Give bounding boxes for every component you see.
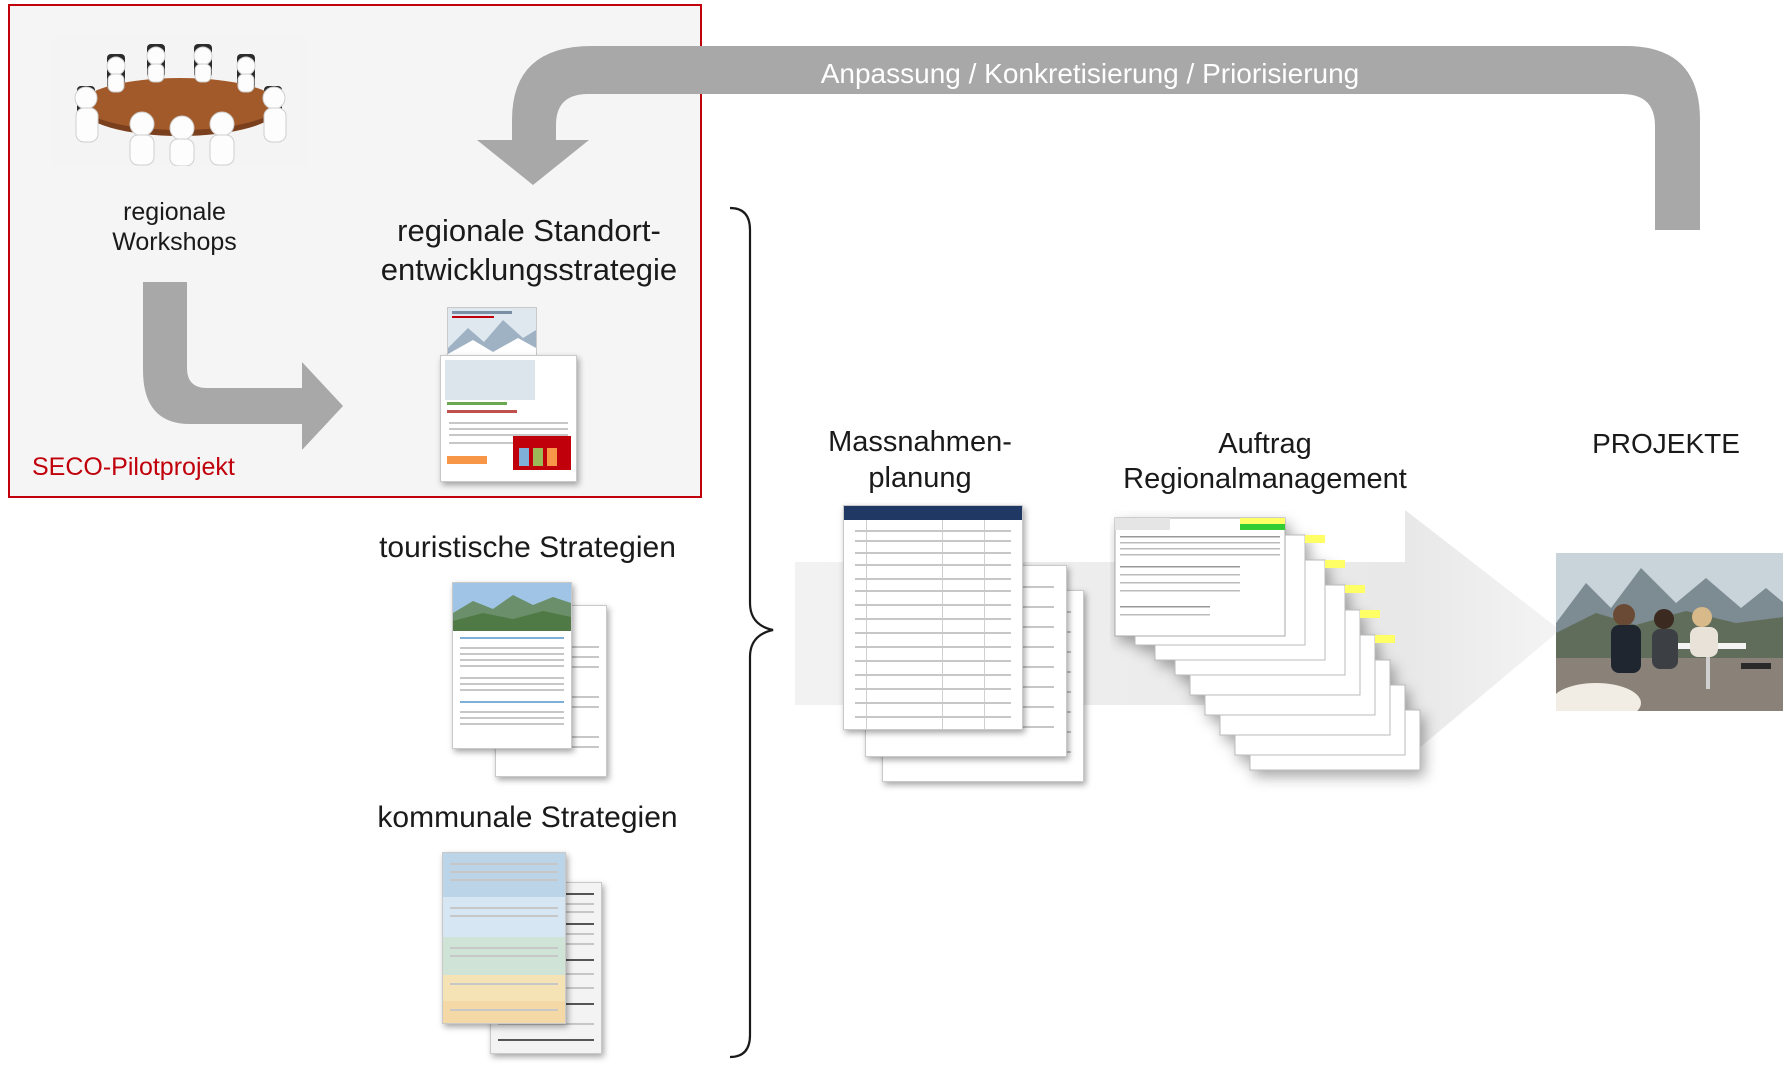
- measures-document-front-icon: [843, 505, 1023, 730]
- measures-planning-label: Massnahmen- planung: [828, 426, 1012, 494]
- tourism-document-front-icon: [452, 582, 572, 749]
- loop-label: Anpassung / Konkretisierung / Priorisier…: [820, 58, 1360, 89]
- projects-photo: [1556, 553, 1783, 711]
- brace-icon: [729, 206, 774, 1059]
- regional-management-mandate-label: Auftrag Regionalmanagement: [1123, 428, 1407, 495]
- communal-strategies-label: kommunale Strategien: [377, 801, 678, 834]
- meeting-icon: [52, 36, 307, 167]
- tourism-strategies-label: touristische Strategien: [379, 531, 676, 564]
- strategy-title: regionale Standort- entwicklungsstrategi…: [380, 213, 678, 287]
- workshop-to-strategy-arrow: [143, 282, 343, 450]
- pilot-project-label: SECO-Pilotprojekt: [32, 453, 235, 481]
- feedback-loop-arrow: [477, 46, 1700, 230]
- communal-document-front-icon: [442, 852, 566, 1024]
- projects-label: PROJEKTE: [1592, 428, 1740, 459]
- mandate-documents-icon: [1114, 517, 1421, 771]
- workshops-label: regionale Workshops: [112, 198, 237, 256]
- strategy-brochure-icon: [440, 355, 577, 482]
